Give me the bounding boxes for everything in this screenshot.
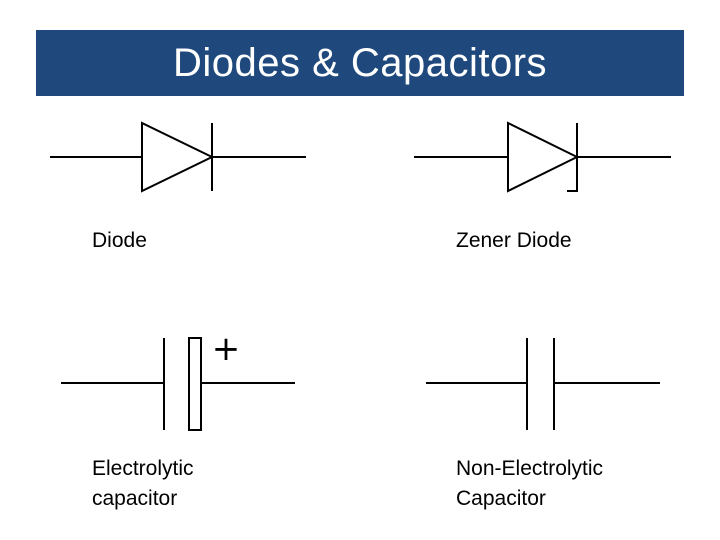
polarity-plus-mark: + — [212, 330, 241, 369]
non-electrolytic-capacitor-label: Non-Electrolytic Capacitor — [456, 457, 604, 510]
capacitor-symbol-icon — [426, 338, 660, 430]
zener-diode-label: Zener Diode — [456, 229, 572, 252]
electrolytic-capacitor-symbol-icon: + — [61, 330, 295, 431]
zener-diode-symbol-icon — [414, 121, 671, 193]
page-title: Diodes & Capacitors — [172, 40, 548, 85]
electrolytic-capacitor-label: Electrolytic capacitor — [92, 457, 194, 510]
diode-symbol-icon — [50, 121, 306, 193]
diode-label: Diode — [92, 229, 147, 252]
title-bar: Diodes & Capacitors — [36, 30, 684, 96]
